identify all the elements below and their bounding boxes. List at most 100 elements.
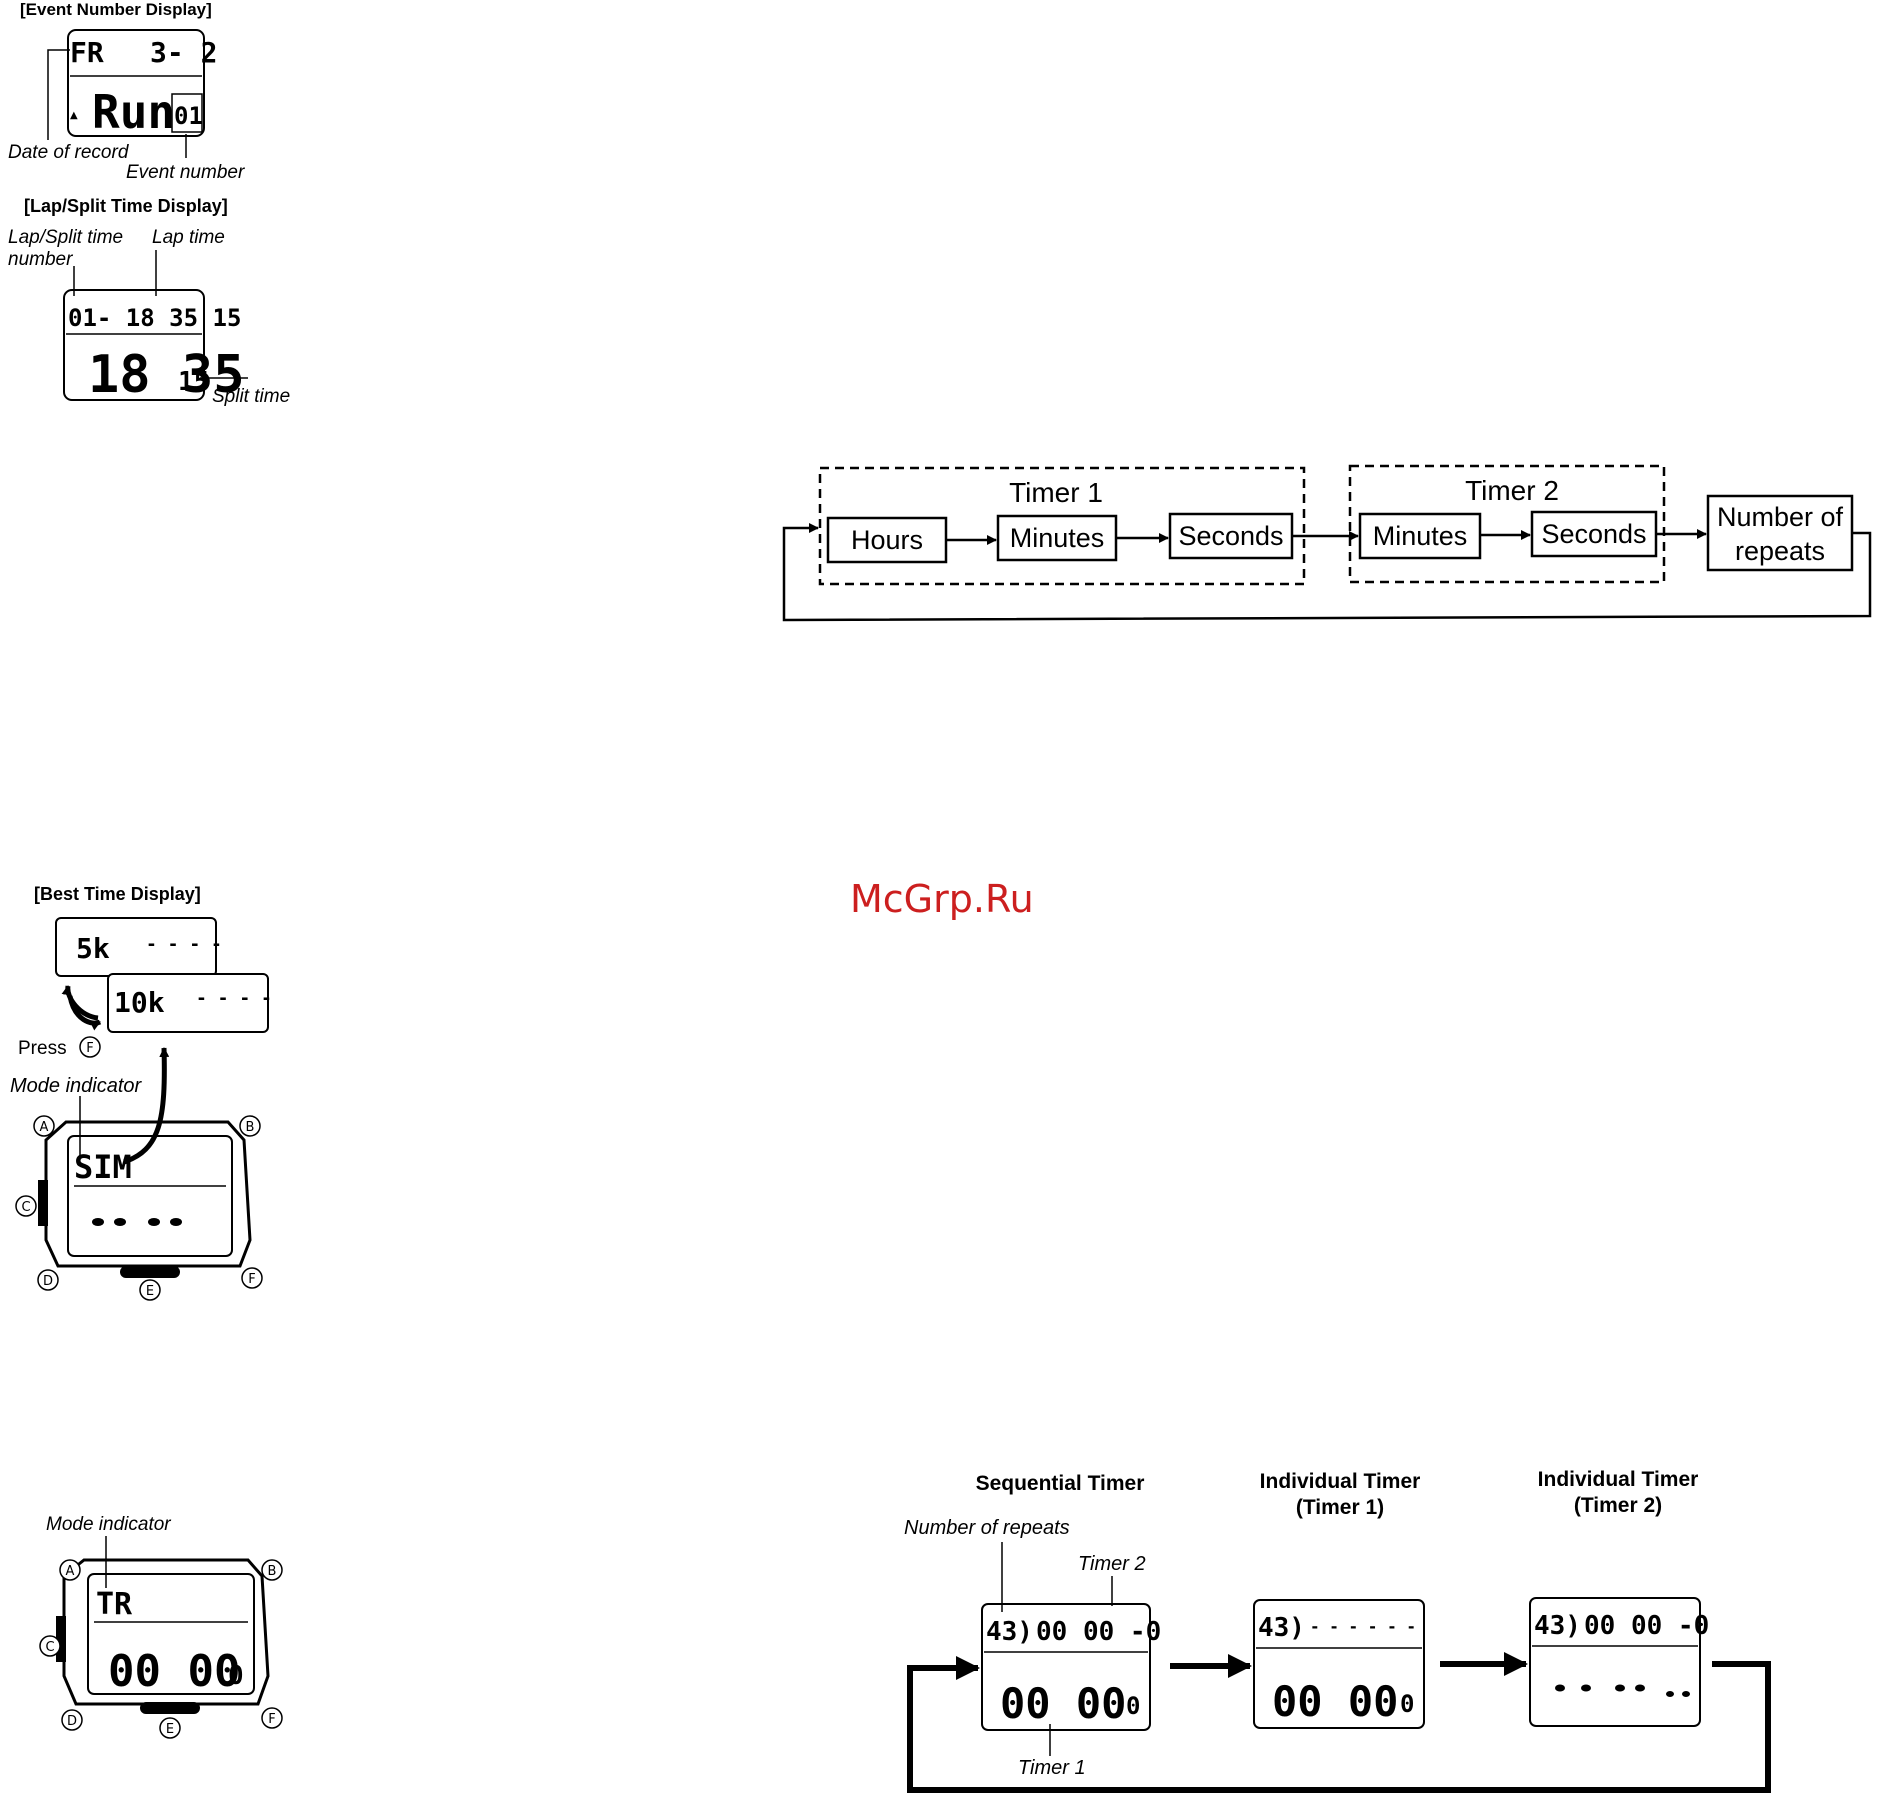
svg-text:C: C	[21, 1200, 30, 1215]
lcd-split-small: 15	[178, 367, 209, 397]
lcd-frame	[67, 29, 205, 137]
watch-screen	[87, 1573, 255, 1695]
button-c-body	[38, 1180, 48, 1226]
callout-split-time: Split time	[212, 386, 290, 407]
lcd-seq-small: 0	[1126, 1692, 1140, 1720]
callout-timer1: Timer 1	[1018, 1757, 1086, 1779]
repeats-label-2: repeats	[1735, 536, 1825, 566]
lcd-mode-tr: TR	[96, 1587, 133, 1622]
hours-box	[826, 516, 948, 564]
watch-case	[44, 1120, 252, 1268]
button-f-icon	[261, 1707, 283, 1729]
repeats-box	[1706, 494, 1854, 572]
lcd-seq-repeat: 43)	[986, 1617, 1033, 1647]
best-time-display: [Best Time Display] 5k - - - - 10k - - -…	[10, 884, 272, 1278]
lcd-ind2-top: 00 00 -0	[1584, 1611, 1709, 1641]
timer2-label: Timer 2	[1465, 475, 1559, 506]
svg-text:F: F	[86, 1041, 93, 1056]
sequential-timer-title: Sequential Timer	[976, 1472, 1145, 1495]
button-b-icon	[239, 1115, 261, 1137]
individual-timer1-title-1: Individual Timer	[1260, 1470, 1421, 1493]
button-e-icon	[139, 1279, 161, 1301]
lcd-top-right: 3- 2	[150, 36, 217, 69]
svg-text:F: F	[248, 1272, 255, 1287]
callout-number-of-repeats: Number of repeats	[904, 1517, 1070, 1539]
svg-text:E: E	[166, 1722, 174, 1737]
mode-indicator-label-2: Mode indicator	[46, 1514, 171, 1535]
watch-buttons: A B C D E F A B C D E F	[15, 1115, 283, 1739]
callout-lap-split-number-2: number	[8, 249, 73, 270]
timer-screens-cycle: Sequential Timer Individual Timer (Timer…	[904, 1468, 1771, 1793]
callout-date-of-record: Date of record	[8, 142, 130, 163]
minutes2-box	[1358, 512, 1482, 560]
svg-text:D: D	[43, 1274, 53, 1289]
button-e-icon	[159, 1717, 181, 1739]
lcd-top-left: FR	[70, 36, 104, 69]
lcd-individual-timer1	[1253, 1599, 1425, 1729]
lcd-ind2-repeat: 43)	[1534, 1611, 1581, 1641]
watch-case	[62, 1558, 270, 1706]
svg-text:B: B	[268, 1564, 277, 1579]
press-label: Press	[18, 1038, 67, 1059]
hours-label: Hours	[851, 525, 923, 555]
button-a-icon	[59, 1559, 81, 1581]
event-number-display: [Event Number Display] FR 3- 2 Run 01 ▲ …	[8, 0, 245, 183]
lcd-lap-top: 01- 18 35 15	[68, 304, 241, 332]
individual-timer2-title-1: Individual Timer	[1538, 1468, 1699, 1491]
timer1-label: Timer 1	[1009, 477, 1103, 508]
lcd-individual-timer2	[1529, 1597, 1701, 1727]
lcd-sequential	[981, 1603, 1151, 1731]
timer-mode-watch: Mode indicator TR 00 00 0	[46, 1514, 270, 1714]
mode-indicator-label-1: Mode indicator	[10, 1075, 143, 1097]
timer-setting-flow: Timer 1 Timer 2 Hours Minutes Seconds Mi…	[782, 464, 1872, 622]
lcd-split-big: 18 35	[88, 345, 245, 405]
event-number-box	[171, 93, 203, 133]
bell-icon: ▲	[70, 110, 78, 121]
svg-text:E: E	[146, 1284, 154, 1299]
button-b-icon	[261, 1559, 283, 1581]
watermark: McGrp.Ru	[850, 877, 1034, 921]
lcd-timer-big: 00 00	[108, 1646, 240, 1697]
minutes2-label: Minutes	[1373, 521, 1468, 551]
svg-text:B: B	[246, 1120, 255, 1135]
svg-text:C: C	[45, 1640, 54, 1655]
lcd-5k-dashes: - - - -	[146, 934, 222, 955]
seconds2-box	[1530, 510, 1658, 558]
lcd-5k-text: 5k	[76, 932, 110, 965]
seconds1-label: Seconds	[1178, 521, 1283, 551]
press-button-icon	[79, 1036, 101, 1058]
seconds2-label: Seconds	[1541, 519, 1646, 549]
lcd-seq-top: 00 00 -0	[1036, 1617, 1161, 1647]
svg-text:A: A	[66, 1564, 75, 1579]
callout-timer2: Timer 2	[1078, 1553, 1146, 1575]
lcd-event-number: 01	[174, 102, 203, 130]
button-f-icon	[241, 1267, 263, 1289]
lap-split-title: [Lap/Split Time Display]	[24, 196, 228, 216]
button-c-icon	[39, 1635, 61, 1657]
button-a-icon	[33, 1115, 55, 1137]
individual-timer2-title-2: (Timer 2)	[1574, 1494, 1662, 1517]
button-d-icon	[37, 1269, 59, 1291]
button-c-icon	[15, 1195, 37, 1217]
lcd-frame	[63, 289, 205, 401]
callout-lap-time: Lap time	[152, 227, 225, 248]
callout-lap-split-number-1: Lap/Split time	[8, 227, 123, 248]
lap-split-display: [Lap/Split Time Display] Lap/Split time …	[8, 196, 290, 407]
lcd-run: Run	[92, 85, 175, 139]
lcd-10k-dashes: - - - -	[196, 988, 272, 1009]
repeats-label-1: Number of	[1717, 502, 1844, 532]
button-e-body	[120, 1266, 180, 1278]
watch-screen	[67, 1135, 233, 1257]
best-time-title: [Best Time Display]	[34, 884, 201, 904]
button-c-body	[56, 1616, 66, 1662]
lcd-ind1-dashes: - - - - - -	[1310, 1617, 1416, 1636]
svg-text:D: D	[67, 1714, 77, 1729]
event-number-title: [Event Number Display]	[20, 0, 212, 19]
lcd-10k-text: 10k	[114, 986, 165, 1019]
minutes1-label: Minutes	[1010, 523, 1105, 553]
lcd-ind1-repeat: 43)	[1258, 1613, 1305, 1643]
minutes1-box	[996, 514, 1118, 562]
timer1-group	[818, 466, 1306, 586]
